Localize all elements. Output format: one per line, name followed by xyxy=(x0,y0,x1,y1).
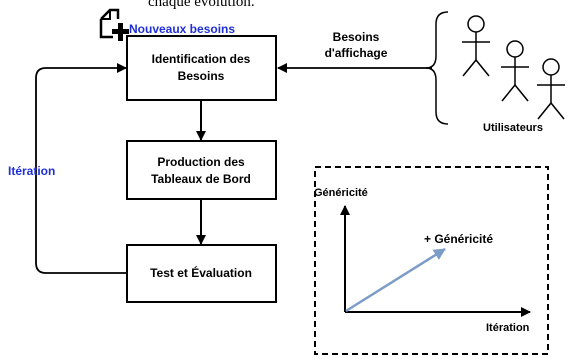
identification-label-line1: Identification des xyxy=(152,52,251,66)
new-document-icon xyxy=(99,8,129,41)
user-icon xyxy=(501,40,529,102)
test-box xyxy=(126,244,277,303)
identification-label-line2: Besoins xyxy=(178,69,225,83)
genericity-arrow-label: + Généricité xyxy=(424,232,493,246)
identification-box xyxy=(126,35,277,101)
new-needs-label: Nouveaux besoins xyxy=(129,22,235,36)
production-box xyxy=(126,140,277,200)
user-icon xyxy=(462,15,490,77)
iteration-loop-arrow xyxy=(35,63,127,274)
production-label-line1: Production des xyxy=(157,155,245,169)
display-needs-label-line1: Besoins xyxy=(333,30,380,44)
inset-y-axis-label: Généricité xyxy=(314,187,368,199)
genericity-growth-arrow xyxy=(345,247,446,313)
users-label: Utilisateurs xyxy=(483,122,543,134)
test-label: Test et Évaluation xyxy=(150,265,252,280)
inset-x-axis-label: Itération xyxy=(486,322,530,334)
display-needs-label-line2: d'affichage xyxy=(325,46,388,60)
production-label-line2: Tableaux de Bord xyxy=(151,172,251,186)
top-caption-text: chaque évolution. xyxy=(148,0,255,10)
users-brace xyxy=(425,11,449,125)
user-icon xyxy=(537,58,565,120)
iteration-label: Itération xyxy=(8,164,55,178)
